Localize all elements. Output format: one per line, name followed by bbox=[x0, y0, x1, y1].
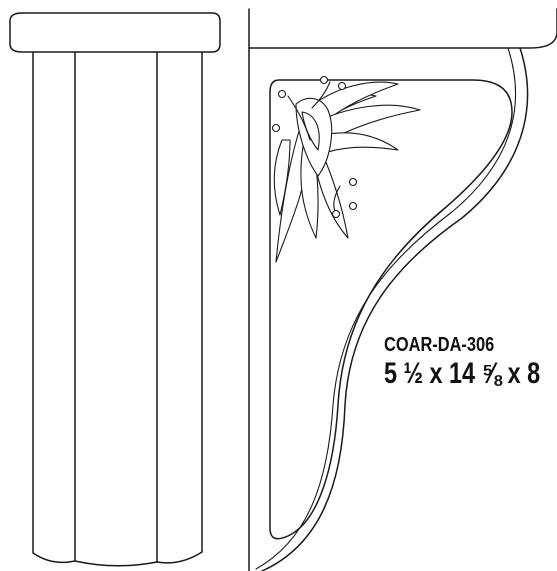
carving-berry bbox=[331, 209, 341, 219]
side-view-top-plate bbox=[248, 8, 557, 49]
side-view-inset-panel bbox=[269, 79, 513, 540]
carving-berry bbox=[277, 89, 287, 99]
dimensions-label: 5 ½ x 14 ⅝ x 8 bbox=[384, 357, 541, 390]
front-view-cap bbox=[9, 12, 221, 53]
carving-berry bbox=[337, 81, 347, 91]
front-view bbox=[9, 12, 221, 567]
carving-leaf bbox=[311, 104, 421, 141]
side-view-outer-profile bbox=[261, 47, 529, 571]
carving-leaf bbox=[273, 139, 291, 216]
carving-leaf bbox=[317, 132, 399, 153]
carving-stem bbox=[287, 95, 311, 141]
carving-berry bbox=[348, 201, 358, 211]
model-code-label: COAR-DA-306 bbox=[384, 334, 495, 356]
acanthus-carving bbox=[271, 75, 421, 263]
carving-berry bbox=[319, 75, 329, 85]
front-view-body bbox=[32, 51, 203, 567]
side-view-outer-profile-inner-line bbox=[255, 47, 517, 570]
carving-berry bbox=[271, 123, 281, 133]
carving-berry bbox=[348, 177, 358, 187]
side-view bbox=[248, 8, 557, 571]
carving-stem bbox=[311, 81, 331, 109]
